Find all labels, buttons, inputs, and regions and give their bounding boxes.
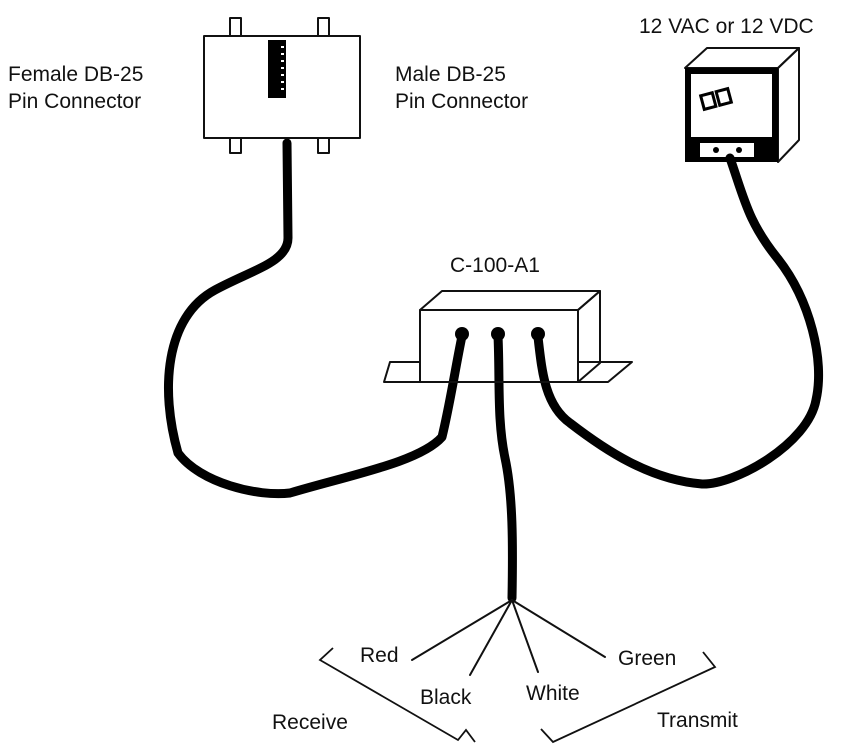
adapter-body: [203, 35, 361, 139]
male-connector-label-line2: Pin Connector: [395, 90, 528, 113]
device-port-center: [491, 327, 505, 341]
plug-prongs-icon: [698, 86, 734, 112]
db25-cable: [164, 138, 467, 499]
wire-white: [511, 599, 539, 673]
dip-switch-icon: [268, 40, 286, 98]
signal-cable: [493, 331, 517, 603]
receive-bracket: [318, 647, 476, 743]
device-front: [419, 309, 579, 383]
wire-fanout: [411, 599, 606, 676]
receive-label: Receive: [272, 711, 348, 734]
adapter-tab-bottom-right: [317, 137, 330, 154]
female-connector-label-line1: Female DB-25: [8, 63, 143, 86]
power-terminal-screw: [713, 147, 719, 153]
wire-label-green: Green: [618, 647, 676, 670]
db25-adapter: [203, 17, 361, 154]
wire-label-white: White: [526, 682, 580, 705]
male-connector-label-line1: Male DB-25: [395, 63, 506, 86]
transmit-bracket: [540, 651, 717, 744]
wire-label-black: Black: [420, 686, 472, 709]
device-mount-tab-right: [577, 361, 633, 383]
power-terminal-screw: [736, 147, 742, 153]
power-supply-side: [777, 47, 800, 163]
wire-label-red: Red: [360, 644, 399, 667]
power-terminal-strip: [700, 143, 754, 157]
power-supply-label: 12 VAC or 12 VDC: [639, 15, 814, 38]
wire-red: [411, 599, 513, 661]
adapter-tab-top-left: [229, 17, 242, 37]
adapter-tab-bottom-left: [229, 137, 242, 154]
device-port-left: [455, 327, 469, 341]
device-port-right: [531, 327, 545, 341]
wire-green: [511, 599, 606, 658]
power-supply: [684, 47, 800, 163]
female-connector-label-line2: Pin Connector: [8, 90, 141, 113]
device-mount-tab-left: [383, 361, 421, 383]
wire-black: [469, 599, 513, 676]
device-side: [577, 290, 601, 383]
device-label: C-100-A1: [450, 254, 540, 277]
transmit-label: Transmit: [657, 709, 738, 732]
device-top: [419, 290, 601, 311]
power-cable: [533, 153, 823, 489]
c100-device: [383, 290, 633, 383]
adapter-tab-top-right: [317, 17, 330, 37]
